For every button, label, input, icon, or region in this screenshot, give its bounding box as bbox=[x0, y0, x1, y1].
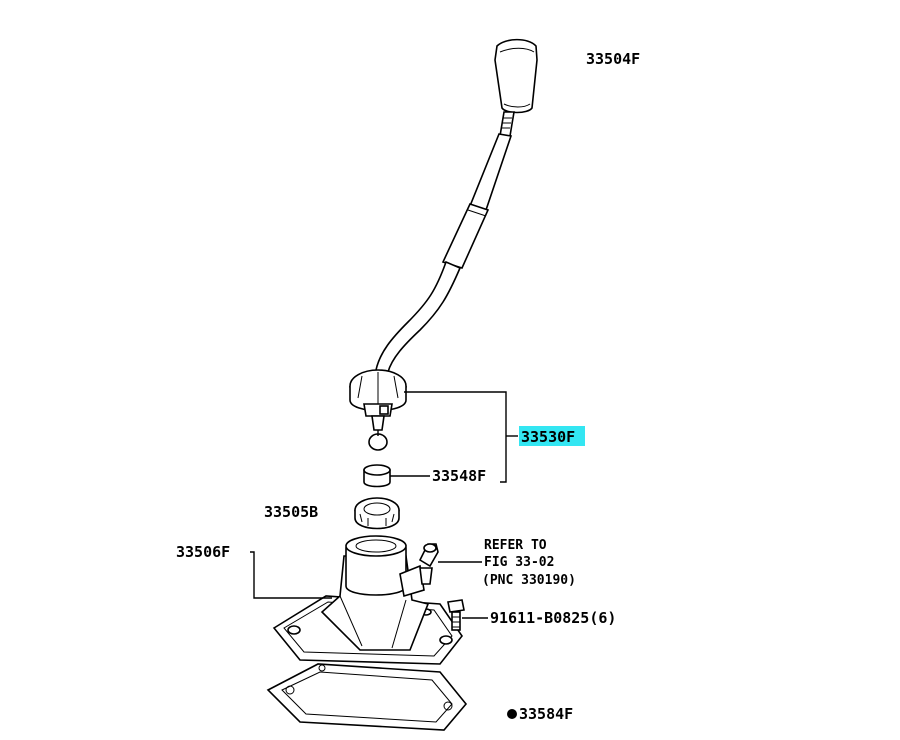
shift-lever-rod[interactable] bbox=[375, 111, 515, 373]
gasket[interactable] bbox=[266, 663, 468, 731]
label-bushing[interactable]: 33548F bbox=[432, 467, 486, 485]
lever-seat[interactable] bbox=[354, 497, 400, 530]
label-seat[interactable]: 33505B bbox=[264, 503, 318, 521]
label-retainer[interactable]: 33506F bbox=[176, 543, 230, 561]
part-highlight bbox=[519, 426, 585, 446]
leader-lines bbox=[250, 391, 518, 619]
bolt[interactable] bbox=[447, 599, 465, 631]
shift-lever-retainer[interactable] bbox=[272, 535, 463, 665]
lever-boot-assembly[interactable] bbox=[349, 369, 407, 451]
bushing[interactable] bbox=[363, 464, 391, 488]
label-refer-line2[interactable]: FIG 33-02 bbox=[484, 555, 554, 570]
label-refer-line1: REFER TO bbox=[484, 538, 547, 553]
label-bolt[interactable]: 91611-B0825(6) bbox=[490, 609, 616, 627]
bullet-icon bbox=[507, 709, 517, 719]
label-refer-line3[interactable]: (PNC 330190) bbox=[482, 573, 576, 588]
label-lever-assy[interactable]: 33530F bbox=[521, 428, 575, 446]
shift-knob[interactable] bbox=[494, 38, 538, 114]
label-knob[interactable]: 33504F bbox=[586, 50, 640, 68]
label-gasket[interactable]: 33584F bbox=[519, 705, 573, 723]
select-rod-clip[interactable] bbox=[418, 543, 439, 585]
